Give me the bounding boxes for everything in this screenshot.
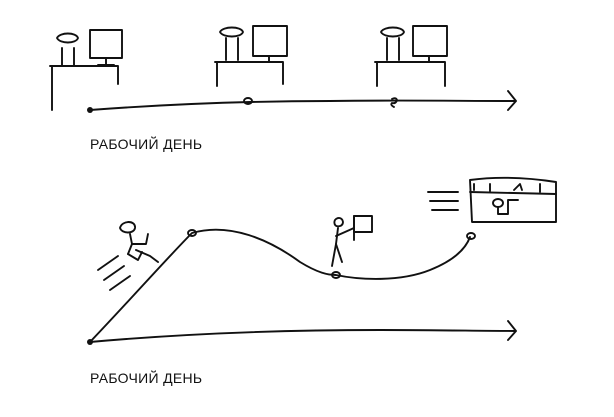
timeline-axis-top [89,99,516,111]
curve-point [187,229,197,237]
coffin-icon [427,176,557,223]
arrow-head-top [507,90,517,111]
curve-point [87,339,93,345]
person-at-desk-icon [374,25,448,87]
timeline-steady [49,25,517,113]
timeline-caption-bottom: РАБОЧИЙ ДЕНЬ [90,370,203,386]
running-person-icon [97,221,159,291]
person-at-desk-icon [49,29,123,111]
energy-curve [89,228,471,343]
curve-point [466,232,476,240]
timeline-point [87,107,93,113]
arrow-head-bottom [507,320,517,341]
timeline-point [243,97,253,105]
timeline-caption-top: РАБОЧИЙ ДЕНЬ [90,136,203,152]
timeline-point [390,97,398,108]
person-with-flag-icon [331,215,373,267]
timeline-axis-bottom [89,329,516,343]
timeline-burnout [87,176,557,345]
curve-point [331,271,341,279]
person-at-desk-icon [214,25,288,87]
